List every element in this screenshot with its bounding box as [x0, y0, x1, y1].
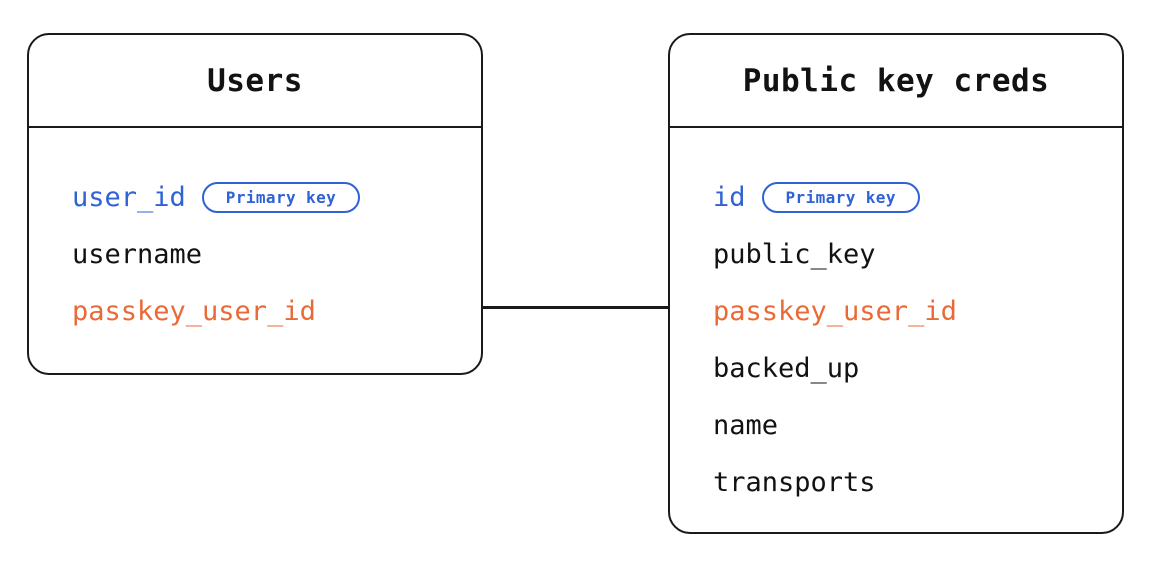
field-row[interactable]: name	[713, 397, 1122, 454]
field-row[interactable]: user_id Primary key	[72, 169, 481, 226]
field-name-id: id	[713, 182, 746, 213]
entity-users-field-list: user_id Primary key username passkey_use…	[29, 128, 481, 373]
field-row[interactable]: passkey_user_id	[713, 283, 1122, 340]
field-row[interactable]: username	[72, 226, 481, 283]
field-name-public-key: public_key	[713, 239, 876, 270]
entity-users-title: Users	[207, 62, 303, 99]
field-name-username: username	[72, 239, 203, 270]
entity-public-key-creds-title: Public key creds	[742, 62, 1050, 99]
primary-key-badge: Primary key	[761, 182, 920, 213]
primary-key-badge-label: Primary key	[225, 188, 337, 207]
entity-users-header: Users	[29, 35, 481, 128]
field-name-name: name	[713, 410, 779, 441]
field-name-passkey-user-id: passkey_user_id	[713, 296, 957, 327]
entity-public-key-creds-field-list: id Primary key public_key passkey_user_i…	[670, 128, 1122, 532]
field-name-transports: transports	[713, 467, 876, 498]
relationship-connector-users-to-creds	[481, 306, 668, 309]
field-row[interactable]: transports	[713, 454, 1122, 511]
field-name-backed-up: backed_up	[713, 353, 860, 384]
field-row[interactable]: passkey_user_id	[72, 283, 481, 340]
primary-key-badge-label: Primary key	[785, 188, 896, 207]
field-row[interactable]: backed_up	[713, 340, 1122, 397]
field-name-passkey-user-id: passkey_user_id	[72, 296, 316, 327]
field-row[interactable]: id Primary key	[713, 169, 1122, 226]
entity-public-key-creds[interactable]: Public key creds id Primary key public_k…	[668, 33, 1124, 534]
entity-users[interactable]: Users user_id Primary key username passk…	[27, 33, 483, 375]
primary-key-badge: Primary key	[201, 182, 361, 213]
field-name-user-id: user_id	[72, 182, 186, 213]
entity-public-key-creds-header: Public key creds	[670, 35, 1122, 128]
field-row[interactable]: public_key	[713, 226, 1122, 283]
